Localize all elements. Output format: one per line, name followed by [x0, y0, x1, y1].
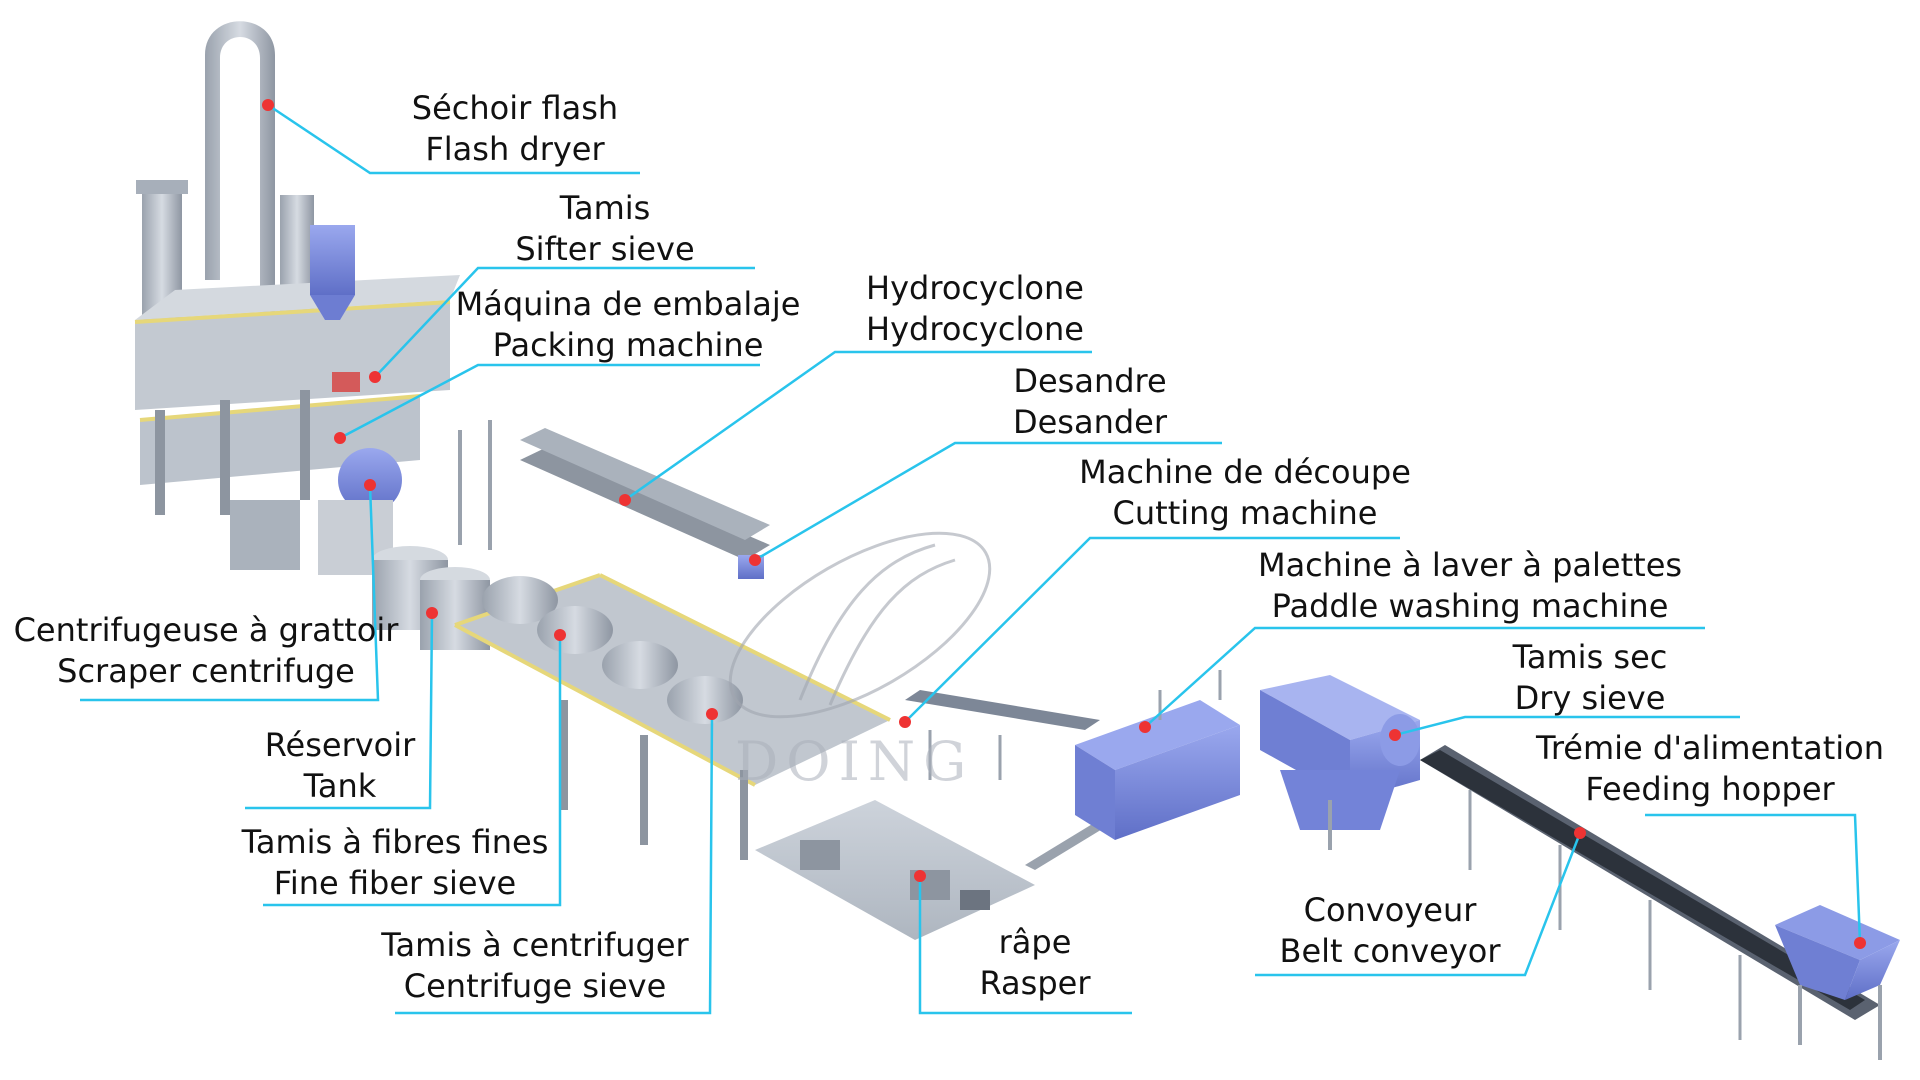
- label-dry-sieve: Tamis sec Dry sieve: [1475, 637, 1705, 719]
- label-packing-machine: Máquina de embalaje Packing machine: [448, 284, 808, 366]
- callout-leaders: [80, 103, 1862, 1015]
- label-fr: Centrifugeuse à grattoir: [13, 611, 399, 649]
- dot-hydrocyclone: [619, 494, 631, 506]
- label-feeding-hopper: Trémie d'alimentation Feeding hopper: [1510, 728, 1910, 810]
- paddle-washer: [1075, 670, 1240, 840]
- label-en: Tank: [303, 767, 377, 805]
- dot-centrifuge-sieve: [706, 708, 718, 720]
- label-fr: Trémie d'alimentation: [1536, 729, 1884, 767]
- label-en: Fine fiber sieve: [273, 864, 517, 902]
- label-fr: Machine à laver à palettes: [1257, 546, 1683, 584]
- label-fr: Tamis à centrifuger: [381, 926, 689, 964]
- label-en: Paddle washing machine: [1271, 587, 1669, 625]
- label-hydrocyclone: Hydrocyclone Hydrocyclone: [850, 268, 1100, 350]
- label-en: Centrifuge sieve: [403, 967, 667, 1005]
- label-tank: Réservoir Tank: [240, 725, 440, 807]
- leader-tank: [245, 612, 434, 810]
- leader-feeding-hopper: [1645, 813, 1862, 944]
- leader-sifter-sieve: [374, 266, 755, 378]
- dot-desander: [749, 554, 761, 566]
- label-centrifuge-sieve: Tamis à centrifuger Centrifuge sieve: [370, 925, 700, 1007]
- dot-scraper-centrifuge: [364, 479, 376, 491]
- hydrocyclone-rack: [458, 420, 770, 579]
- label-belt-conveyor: Convoyeur Belt conveyor: [1255, 890, 1525, 972]
- label-fine-fiber-sieve: Tamis à fibres fines Fine fiber sieve: [225, 822, 565, 904]
- label-en: Scraper centrifuge: [57, 652, 355, 690]
- dot-dry-sieve: [1389, 729, 1401, 741]
- leader-fine-fiber-sieve: [263, 635, 562, 907]
- label-en: Flash dryer: [425, 130, 605, 168]
- brand-logo-mark: [728, 531, 992, 719]
- label-flash-dryer: Séchoir flash Flash dryer: [390, 88, 640, 170]
- leader-dry-sieve: [1394, 715, 1740, 737]
- leader-scraper-centrifuge: [80, 484, 380, 702]
- leader-desander: [754, 441, 1222, 562]
- dot-rasper: [914, 870, 926, 882]
- label-en: Sifter sieve: [515, 230, 695, 268]
- dot-sifter-sieve: [369, 371, 381, 383]
- dot-tank: [426, 607, 438, 619]
- leader-belt-conveyor: [1255, 832, 1582, 977]
- leader-paddle-washing-machine: [1144, 626, 1705, 728]
- label-fr: Tamis: [559, 189, 651, 227]
- label-sifter-sieve: Tamis Sifter sieve: [490, 188, 720, 270]
- label-fr: Tamis sec: [1512, 638, 1668, 676]
- brand-watermark: DOING: [735, 730, 975, 793]
- label-scraper-centrifuge: Centrifugeuse à grattoir Scraper centrif…: [0, 610, 412, 692]
- label-paddle-washing-machine: Machine à laver à palettes Paddle washin…: [1240, 545, 1700, 627]
- label-en: Feeding hopper: [1585, 770, 1835, 808]
- label-en: Rasper: [979, 964, 1091, 1002]
- label-fr: râpe: [998, 923, 1072, 961]
- dot-belt-conveyor: [1574, 827, 1586, 839]
- label-en: Dry sieve: [1514, 679, 1666, 717]
- label-fr: Desandre: [1013, 362, 1167, 400]
- label-en: Cutting machine: [1112, 494, 1378, 532]
- leader-centrifuge-sieve: [395, 713, 714, 1015]
- label-fr: Tamis à fibres fines: [241, 823, 549, 861]
- belt-conveyor-structure: [1420, 745, 1900, 1060]
- label-en: Desander: [1012, 403, 1168, 441]
- dry-sieve-drum: [1260, 675, 1420, 850]
- label-en: Belt conveyor: [1279, 932, 1501, 970]
- dot-paddle-washing-machine: [1139, 721, 1151, 733]
- label-fr: Hydrocyclone: [866, 269, 1084, 307]
- leader-cutting-machine: [904, 536, 1400, 723]
- label-fr: Máquina de embalaje: [455, 285, 801, 323]
- label-desander: Desandre Desander: [970, 361, 1210, 443]
- label-rasper: râpe Rasper: [935, 922, 1135, 1004]
- dot-cutting-machine: [899, 716, 911, 728]
- rasper-area: [755, 800, 1035, 940]
- dot-flash-dryer: [262, 99, 274, 111]
- leader-packing-machine: [339, 363, 760, 440]
- label-fr: Séchoir flash: [411, 89, 619, 127]
- label-en: Packing machine: [492, 326, 764, 364]
- leader-rasper: [918, 876, 1132, 1015]
- dot-packing-machine: [334, 432, 346, 444]
- sieve-platform: [454, 573, 891, 860]
- label-fr: Convoyeur: [1303, 891, 1477, 929]
- dot-fine-fiber-sieve: [554, 629, 566, 641]
- leader-hydrocyclone: [624, 350, 1092, 502]
- flash-dryer-structure: [134, 21, 460, 575]
- leader-flash-dryer: [267, 103, 640, 175]
- dot-feeding-hopper: [1854, 937, 1866, 949]
- label-en: Hydrocyclone: [866, 310, 1084, 348]
- callout-dots: [262, 99, 1866, 949]
- label-cutting-machine: Machine de découpe Cutting machine: [1070, 452, 1420, 534]
- label-fr: Machine de découpe: [1079, 453, 1411, 491]
- label-fr: Réservoir: [264, 726, 416, 764]
